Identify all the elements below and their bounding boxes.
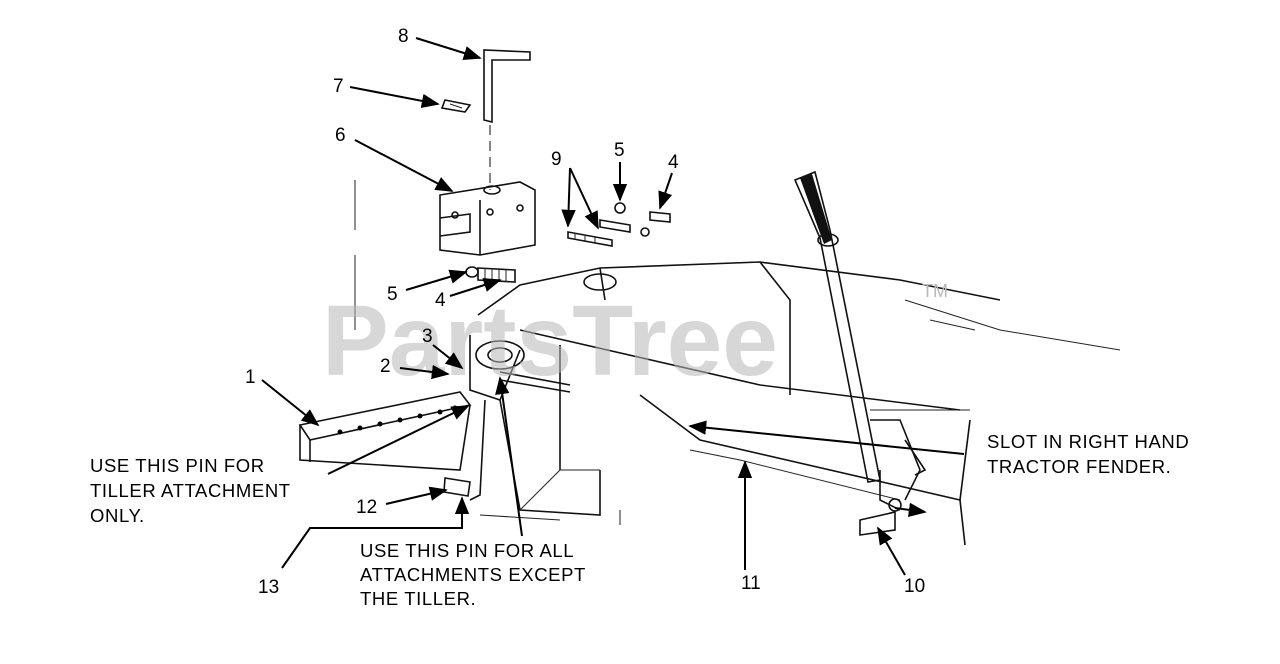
note-all-line-2: ATTACHMENTS EXCEPT — [360, 564, 586, 585]
note-slot-line-2: TRACTOR FENDER. — [987, 456, 1171, 477]
note-all-pin: USE THIS PIN FOR ALL ATTACHMENTS EXCEPT … — [360, 540, 586, 609]
callout-7: 7 — [333, 76, 344, 97]
bracket-part-6 — [439, 181, 536, 256]
bolts-part-9 — [567, 202, 671, 247]
callout-9: 9 — [551, 149, 562, 170]
watermark: PartsTree TM — [322, 281, 948, 397]
callout-13: 13 — [258, 577, 279, 598]
tractor-frame — [469, 261, 1121, 546]
callout-8: 8 — [398, 26, 409, 47]
callout-1: 1 — [245, 367, 256, 388]
callout-4-lower: 4 — [435, 290, 446, 311]
callout-3: 3 — [422, 326, 433, 347]
pin-part-12-13 — [443, 399, 486, 510]
callout-10: 10 — [904, 576, 925, 597]
bolt-part-4-lower — [465, 266, 516, 283]
note-tiller-pin: USE THIS PIN FOR TILLER ATTACHMENT ONLY. — [90, 455, 291, 526]
callout-2: 2 — [380, 356, 391, 377]
note-slot-line-1: SLOT IN RIGHT HAND — [987, 431, 1189, 452]
callout-numbers: 8 7 6 9 5 4 5 4 3 2 1 12 13 11 10 — [245, 26, 925, 598]
clip-part-7 — [440, 99, 472, 113]
note-slot: SLOT IN RIGHT HAND TRACTOR FENDER. — [987, 431, 1189, 477]
watermark-trademark: TM — [922, 281, 948, 301]
watermark-text: PartsTree — [322, 285, 778, 397]
callout-11: 11 — [741, 573, 761, 594]
note-all-line-3: THE TILLER. — [360, 588, 476, 609]
callout-6: 6 — [335, 125, 346, 146]
callout-5-upper: 5 — [614, 140, 625, 161]
note-all-line-1: USE THIS PIN FOR ALL — [360, 540, 574, 561]
note-tiller-line-1: USE THIS PIN FOR — [90, 455, 265, 476]
note-tiller-line-3: ONLY. — [90, 505, 145, 526]
shift-lever — [793, 170, 927, 536]
note-tiller-line-2: TILLER ATTACHMENT — [90, 480, 291, 501]
leader-lines — [261, 37, 965, 576]
callout-5-lower: 5 — [387, 284, 398, 305]
hitch-bar-part-1 — [298, 391, 472, 471]
callout-4-upper: 4 — [668, 152, 679, 173]
callout-12: 12 — [356, 497, 377, 518]
pin-part-8 — [483, 49, 531, 190]
